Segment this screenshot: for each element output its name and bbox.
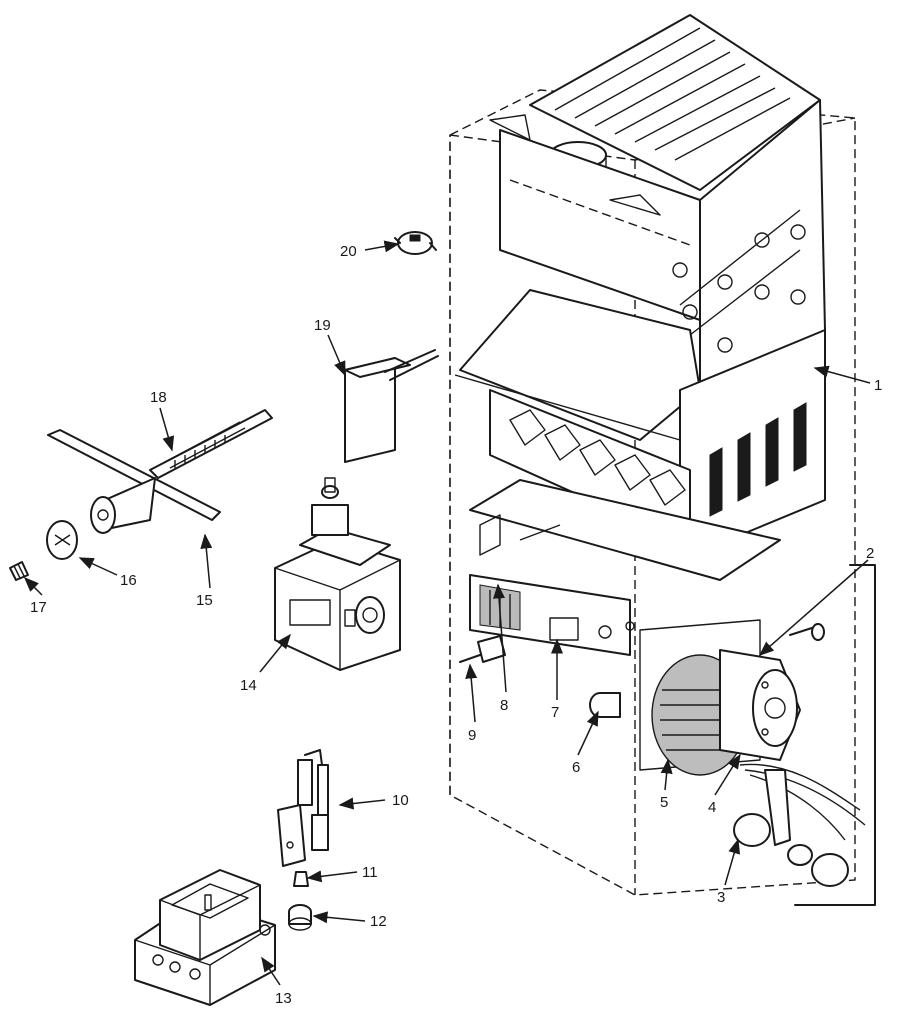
callout-17: 17 [30, 599, 47, 616]
callout-2: 2 [866, 545, 874, 562]
orifice [9, 561, 29, 581]
callout-14: 14 [240, 677, 257, 694]
callout-16: 16 [120, 572, 137, 589]
exchanger-slots [709, 402, 807, 517]
limit-switch [394, 231, 437, 255]
callout-9: 9 [468, 727, 476, 744]
burner-manifold [47, 409, 273, 534]
callout-13: 13 [275, 990, 292, 1007]
heat-exchanger-assembly [454, 14, 826, 581]
callout-15: 15 [196, 592, 213, 609]
flame-sensor [459, 635, 506, 663]
burner-slots [164, 421, 246, 469]
callout-7: 7 [551, 704, 559, 721]
callout-5: 5 [660, 794, 668, 811]
air-shutter [46, 520, 78, 560]
callout-10: 10 [392, 792, 409, 809]
callout-11: 11 [362, 864, 378, 881]
burner-ports [509, 409, 686, 506]
pilot-fitting [288, 904, 312, 931]
callout-4: 4 [708, 799, 716, 816]
callout-12: 12 [370, 913, 387, 930]
callout-1: 1 [874, 377, 882, 394]
ignition-control [134, 869, 276, 1006]
callout-18: 18 [150, 389, 167, 406]
inducer-blower-assembly [589, 619, 866, 887]
callout-6: 6 [572, 759, 580, 776]
pilot-assembly [277, 749, 329, 867]
pilot-orifice [293, 871, 309, 887]
callout-3: 3 [717, 889, 725, 906]
callout-20: 20 [340, 243, 357, 260]
callout-8: 8 [500, 697, 508, 714]
callout-19: 19 [314, 317, 331, 334]
leader-arrows [23, 240, 871, 986]
gas-valve [274, 477, 401, 671]
temperature-sensor [344, 349, 439, 463]
blower-wheel [660, 689, 740, 751]
heat-exchanger-tubes [672, 209, 806, 353]
